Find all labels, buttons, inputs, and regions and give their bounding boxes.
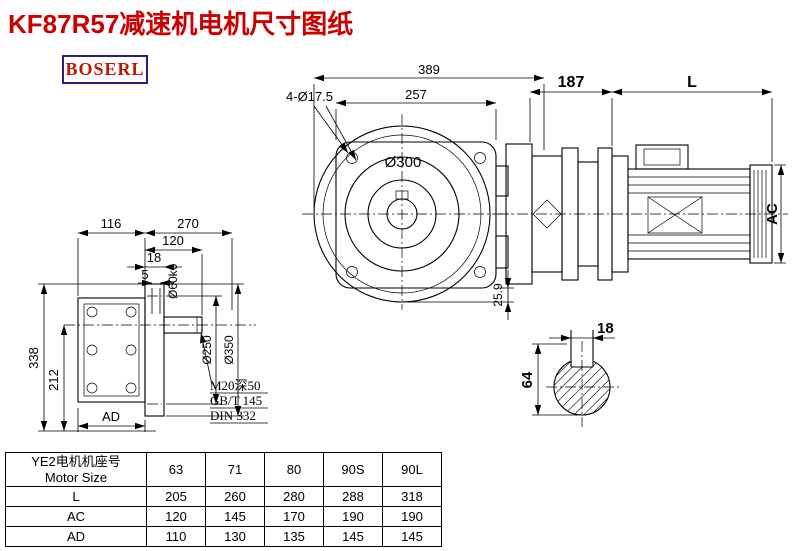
shaft-section: 18 64 bbox=[519, 320, 620, 427]
mounting-hole bbox=[346, 152, 358, 164]
dim-18: 18 bbox=[147, 250, 161, 265]
page-title: KF87R57减速机电机尺寸图纸 bbox=[8, 9, 354, 39]
dim-120: 120 bbox=[162, 233, 184, 248]
brand-logo-text: BOSERL bbox=[65, 59, 145, 79]
table-cell: 145 bbox=[382, 526, 442, 547]
dim-5: 5 bbox=[141, 267, 148, 282]
dim-AC: AC bbox=[764, 203, 781, 225]
size-column-90L: 90L bbox=[382, 452, 442, 487]
table-row-AD: AD 110 130 135 145 145 bbox=[5, 526, 442, 547]
dim-L: L bbox=[687, 74, 697, 91]
table-header-en: Motor Size bbox=[44, 469, 108, 485]
dim-187: 187 bbox=[558, 74, 585, 91]
table-cell: 170 bbox=[264, 506, 324, 527]
size-column-63: 63 bbox=[146, 452, 206, 487]
motor-fins bbox=[628, 176, 750, 252]
table-cell: 145 bbox=[205, 506, 265, 527]
dim-64: 64 bbox=[519, 371, 536, 388]
row-label: AD bbox=[5, 526, 147, 547]
table-cell: 145 bbox=[323, 526, 383, 547]
table-row-AC: AC 120 145 170 190 190 bbox=[5, 506, 442, 527]
table-header-row: YE2电机机座号 Motor Size 63 71 80 90S 90L bbox=[5, 452, 442, 487]
dim-270: 270 bbox=[177, 216, 199, 231]
dia-350-label: Ø350 bbox=[222, 335, 236, 365]
table-cell: 205 bbox=[146, 486, 206, 507]
motor-size-table: YE2电机机座号 Motor Size 63 71 80 90S 90L L 2… bbox=[5, 452, 442, 547]
table-cell: 318 bbox=[382, 486, 442, 507]
mounting-hole bbox=[474, 152, 486, 164]
size-column-71: 71 bbox=[205, 452, 265, 487]
terminal-box bbox=[635, 144, 689, 170]
left-view: 116 270 120 18 5 Ø60k6 338 212 AD Ø250 bbox=[26, 216, 268, 432]
table-cell: 130 bbox=[205, 526, 265, 547]
centerlines bbox=[302, 114, 512, 310]
dim-389: 389 bbox=[418, 62, 440, 77]
oil-plug bbox=[532, 199, 562, 229]
table-cell: 120 bbox=[146, 506, 206, 527]
thread-note-1: M20深50 bbox=[210, 378, 261, 393]
table-cell: 288 bbox=[323, 486, 383, 507]
table-header-cn: YE2电机机座号 bbox=[31, 453, 121, 469]
size-column-80: 80 bbox=[264, 452, 324, 487]
dim-257: 257 bbox=[405, 87, 427, 102]
dia-300-label: Ø300 bbox=[385, 154, 422, 171]
mounting-hole bbox=[346, 266, 358, 278]
holes-label: 4-Ø17.5 bbox=[286, 89, 333, 104]
key-width-label: 18 bbox=[597, 320, 614, 337]
table-row-L: L 205 260 280 288 318 bbox=[5, 486, 442, 507]
table-cell: 110 bbox=[146, 526, 206, 547]
output-flange bbox=[144, 283, 165, 417]
table-cell: 190 bbox=[323, 506, 383, 527]
table-cell: 135 bbox=[264, 526, 324, 547]
table-cell: 260 bbox=[205, 486, 265, 507]
row-label: L bbox=[5, 486, 147, 507]
side-view: 187 L AC bbox=[498, 74, 788, 285]
thread-note-3: DIN 332 bbox=[210, 408, 256, 423]
size-column-90S: 90S bbox=[323, 452, 383, 487]
thread-note-2: GB/T 145 bbox=[210, 393, 262, 408]
dim-116: 116 bbox=[101, 216, 122, 231]
dim-338: 338 bbox=[26, 347, 41, 369]
table-cell: 280 bbox=[264, 486, 324, 507]
brand-logo: BOSERL bbox=[62, 55, 148, 84]
mounting-hole bbox=[474, 266, 486, 278]
table-header-cell: YE2电机机座号 Motor Size bbox=[5, 452, 147, 487]
dim-AD: AD bbox=[102, 409, 120, 424]
shaft-dia-label: Ø60k6 bbox=[166, 263, 180, 299]
front-view: 389 257 4-Ø17.5 Ø300 25.9 bbox=[286, 62, 545, 320]
dim-212: 212 bbox=[46, 369, 61, 391]
dim-25-9: 25.9 bbox=[491, 283, 505, 307]
table-cell: 190 bbox=[382, 506, 442, 527]
row-label: AC bbox=[5, 506, 147, 527]
